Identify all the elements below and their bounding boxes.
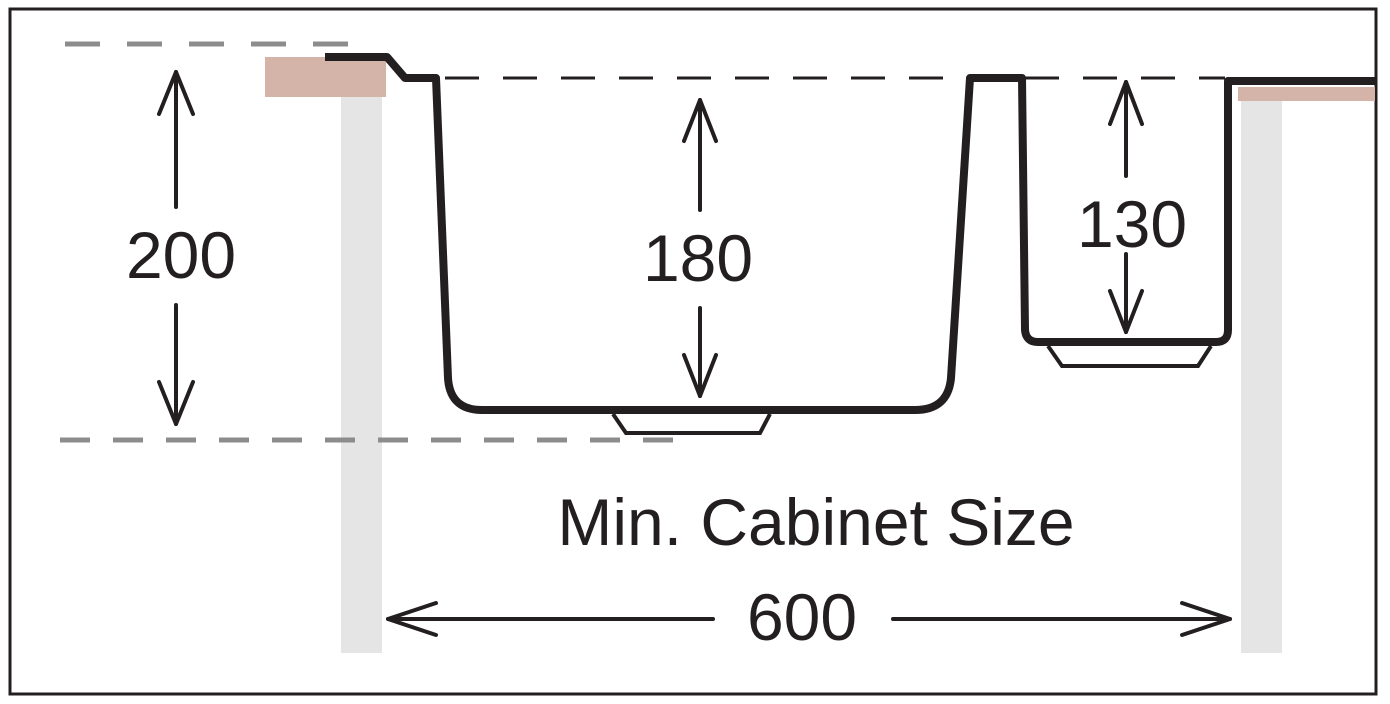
cabinet-width-label: 600 <box>747 580 857 654</box>
main-bowl-depth-label: 180 <box>643 221 753 295</box>
cabinet-size-caption: Min. Cabinet Size <box>557 485 1074 559</box>
main-bowl-waste-outlet <box>611 412 772 435</box>
small-bowl-depth-label: 130 <box>1077 187 1187 261</box>
cabinet-panel-left <box>341 96 382 653</box>
sink-outline <box>325 53 1375 414</box>
cabinet-width-arrow <box>386 601 1232 637</box>
diagram-frame <box>8 7 1378 696</box>
main-bowl-depth-arrow <box>682 98 718 398</box>
small-bowl-waste-outlet <box>1046 344 1213 368</box>
benchtop-left <box>265 57 386 97</box>
overall-depth-label: 200 <box>126 218 236 292</box>
overall-depth-arrow <box>157 70 195 426</box>
small-bowl-depth-arrow <box>1108 80 1144 334</box>
benchtop-right <box>1238 87 1375 101</box>
cabinet-panel-right <box>1241 96 1282 653</box>
